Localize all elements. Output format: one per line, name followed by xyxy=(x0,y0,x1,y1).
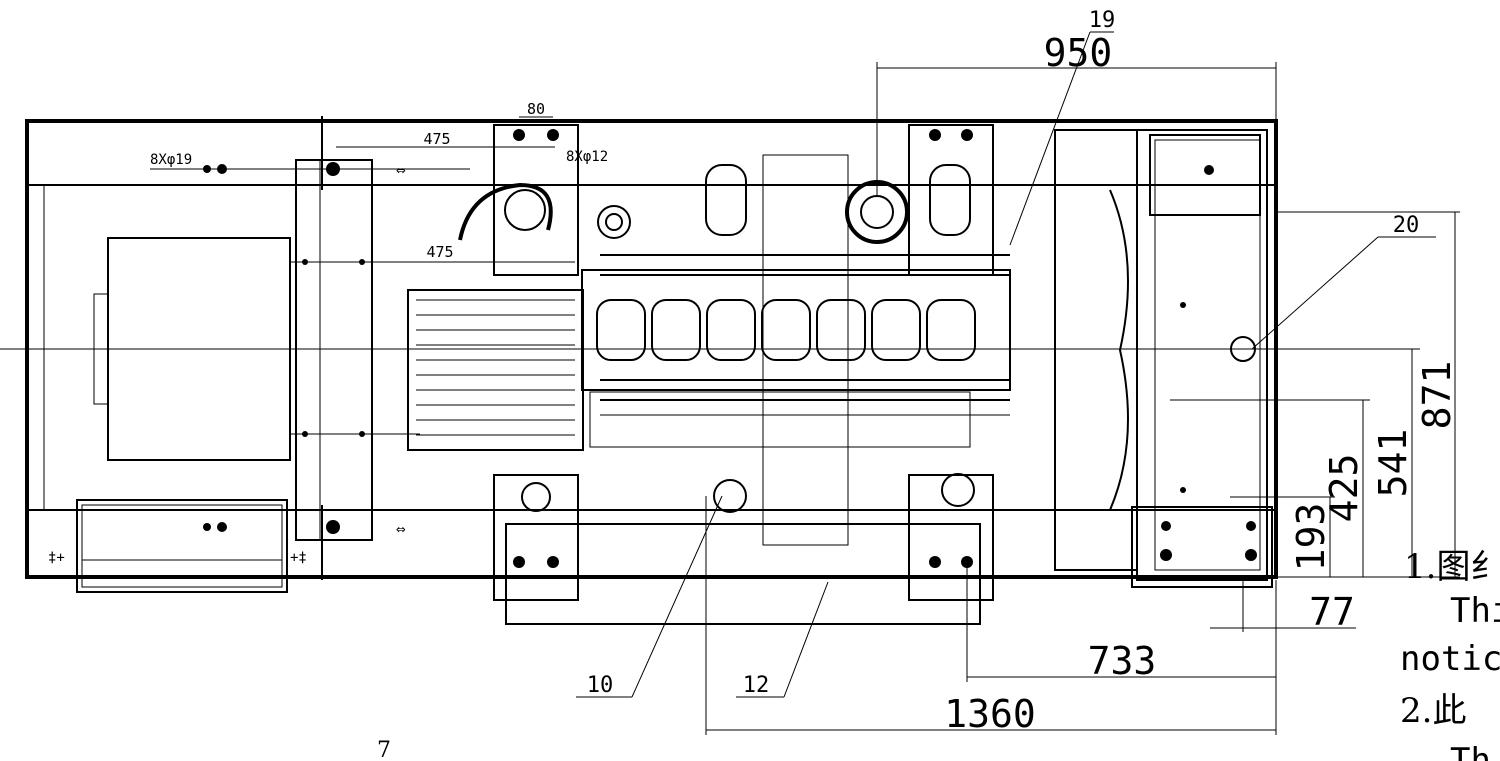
control-box: ‡+ +‡ xyxy=(48,499,307,593)
heat-exchanger xyxy=(407,261,584,451)
callout-19: 19 xyxy=(1089,8,1116,33)
svg-text:+‡: +‡ xyxy=(290,550,307,566)
dim-475-mid: 475 xyxy=(426,243,453,261)
note-1-en: Thi xyxy=(1450,591,1500,631)
engine-mounts xyxy=(493,124,994,625)
dim-1360: 1360 xyxy=(944,692,1036,736)
dim-193: 193 xyxy=(1289,503,1333,572)
dim-733: 733 xyxy=(1088,639,1157,683)
svg-text:‡+: ‡+ xyxy=(48,550,65,566)
dim-8x19: 8Xφ19 xyxy=(150,152,192,168)
radiator xyxy=(1054,129,1273,588)
dim-475-top: 475 xyxy=(423,130,450,148)
callout-10: 10 xyxy=(587,673,614,698)
dim-541: 541 xyxy=(1371,429,1415,498)
note-1-en-2: notic xyxy=(1400,639,1500,679)
base-frame xyxy=(0,116,1420,580)
callout-20: 20 xyxy=(1393,213,1420,238)
callout-12: 12 xyxy=(743,673,770,698)
dim-871: 871 xyxy=(1415,361,1459,430)
leader-lines xyxy=(576,31,1436,698)
note-2: 2.此 xyxy=(1400,691,1466,731)
svg-text:⇔: ⇔ xyxy=(396,519,406,538)
dim-77: 77 xyxy=(1309,590,1355,634)
air-intake xyxy=(458,164,971,244)
callout-7: 7 xyxy=(377,738,391,761)
mounting-holes: ⇔ ⇔ xyxy=(203,129,1257,568)
dim-425: 425 xyxy=(1322,454,1366,523)
alternator xyxy=(93,159,420,541)
dim-950: 950 xyxy=(1044,31,1113,75)
dimension-lines xyxy=(150,62,1460,735)
note-2-en: Th xyxy=(1450,741,1491,761)
dim-8x12: 8Xφ12 xyxy=(566,149,608,165)
note-1: 1.图纟 xyxy=(1404,547,1500,587)
dim-80: 80 xyxy=(527,100,545,118)
engine-block xyxy=(581,154,1011,546)
cylinder-heads xyxy=(596,299,976,361)
